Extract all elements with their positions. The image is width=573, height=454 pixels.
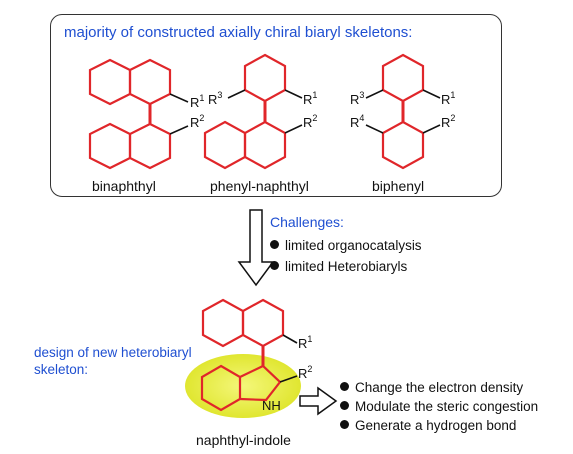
benefit-item: Generate a hydrogen bond — [340, 418, 516, 433]
naphthyl-indole-structure — [200, 298, 298, 412]
naphthyl-indole-substituents: R1 R2 NH — [262, 334, 312, 413]
panel-title: majority of constructed axially chiral b… — [64, 24, 413, 41]
binaphthyl-substituents: R1 R2 — [190, 93, 204, 130]
right-arrow-icon — [299, 386, 338, 416]
bullet-icon — [270, 240, 279, 249]
skeleton-name-biphenyl: biphenyl — [372, 178, 425, 194]
skeleton-name-phenyl-naphthyl: phenyl-naphthyl — [210, 178, 309, 194]
challenge-item: limited organocatalysis — [270, 238, 422, 253]
skeletons-panel — [50, 14, 502, 197]
bullet-icon — [270, 261, 279, 270]
biphenyl-r1-label: R1 — [441, 90, 455, 107]
binaphthyl-structure — [88, 58, 189, 170]
phenyl-naphthyl-r2-label: R2 — [303, 113, 317, 130]
biphenyl-r4-label: R4 — [350, 113, 364, 130]
biphenyl-r2-label: R2 — [441, 113, 455, 130]
bullet-icon — [340, 382, 349, 391]
phenyl-naphthyl-r3-label: R3 — [208, 90, 222, 107]
down-arrow-icon — [237, 209, 275, 287]
design-label-line1: design of new heterobiaryl — [34, 345, 192, 360]
binaphthyl-r1-label: R1 — [190, 93, 204, 110]
challenges-title: Challenges: — [270, 214, 344, 230]
phenyl-naphthyl-structure — [203, 53, 303, 170]
bullet-icon — [340, 401, 349, 410]
nh-label: NH — [262, 398, 281, 413]
design-label-line2: skeleton: — [34, 362, 89, 377]
challenge-item: limited Heterobiaryls — [270, 259, 407, 274]
phenyl-naphthyl-r1-label: R1 — [303, 90, 317, 107]
skeleton-name-binaphthyl: binaphthyl — [92, 178, 156, 194]
biphenyl-r3-label: R3 — [350, 90, 364, 107]
bullet-icon — [340, 420, 349, 429]
indole-r1-label: R1 — [298, 334, 312, 351]
molecule-name: naphthyl-indole — [196, 432, 291, 448]
benefit-item: Modulate the steric congestion — [340, 399, 538, 414]
indole-r2-label: R2 — [298, 364, 312, 381]
biphenyl-structure — [365, 53, 441, 170]
binaphthyl-r2-label: R2 — [190, 113, 204, 130]
benefit-item: Change the electron density — [340, 380, 523, 395]
